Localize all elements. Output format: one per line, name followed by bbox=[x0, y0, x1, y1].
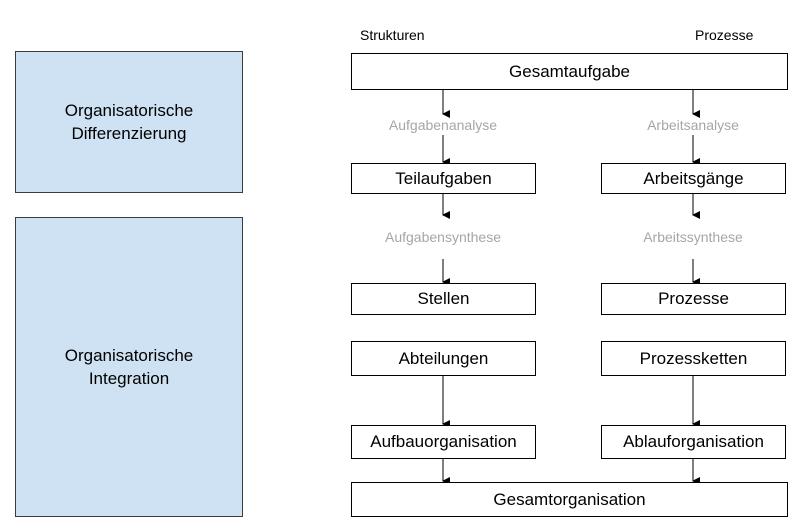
integration-box: Organisatorische Integration bbox=[15, 217, 243, 517]
total-task-box: Gesamtaufgabe bbox=[351, 53, 788, 90]
positions-label: Stellen bbox=[417, 289, 470, 308]
work-synthesis-label: Arbeitssynthese bbox=[643, 229, 743, 245]
structures-column-label: Strukturen bbox=[360, 27, 425, 43]
work-analysis-label: Arbeitsanalyse bbox=[647, 117, 739, 133]
subtasks-box: Teilaufgaben bbox=[351, 163, 536, 194]
structural-org-label: Aufbauorganisation bbox=[370, 432, 517, 451]
processes-box: Prozesse bbox=[601, 283, 786, 315]
differentiation-label: Organisatorische Differenzierung bbox=[64, 101, 194, 143]
total-org-label: Gesamtorganisation bbox=[493, 489, 646, 509]
work-steps-box: Arbeitsgänge bbox=[601, 163, 786, 194]
departments-label: Abteilungen bbox=[398, 348, 489, 368]
processes-column-label: Prozesse bbox=[695, 27, 754, 43]
process-chains-box: Prozessketten bbox=[601, 341, 786, 376]
process-chains-label: Prozessketten bbox=[639, 348, 748, 368]
task-analysis-label: Aufgabenanalyse bbox=[388, 117, 498, 133]
differentiation-box: Organisatorische Differenzierung bbox=[15, 51, 243, 193]
integration-label: Organisatorische Integration bbox=[64, 346, 194, 388]
work-steps-label: Arbeitsgänge bbox=[643, 168, 744, 188]
departments-box: Abteilungen bbox=[351, 341, 536, 376]
total-task-label: Gesamtaufgabe bbox=[509, 61, 630, 81]
subtasks-label: Teilaufgaben bbox=[395, 168, 492, 188]
task-synthesis-label: Aufgabensynthese bbox=[385, 229, 501, 245]
total-org-box: Gesamtorganisation bbox=[351, 482, 788, 517]
process-org-label: Ablauforganisation bbox=[623, 432, 764, 451]
positions-box: Stellen bbox=[351, 283, 536, 315]
process-org-box: Ablauforganisation bbox=[601, 425, 786, 459]
processes-label: Prozesse bbox=[658, 289, 729, 308]
structural-org-box: Aufbauorganisation bbox=[351, 425, 536, 459]
